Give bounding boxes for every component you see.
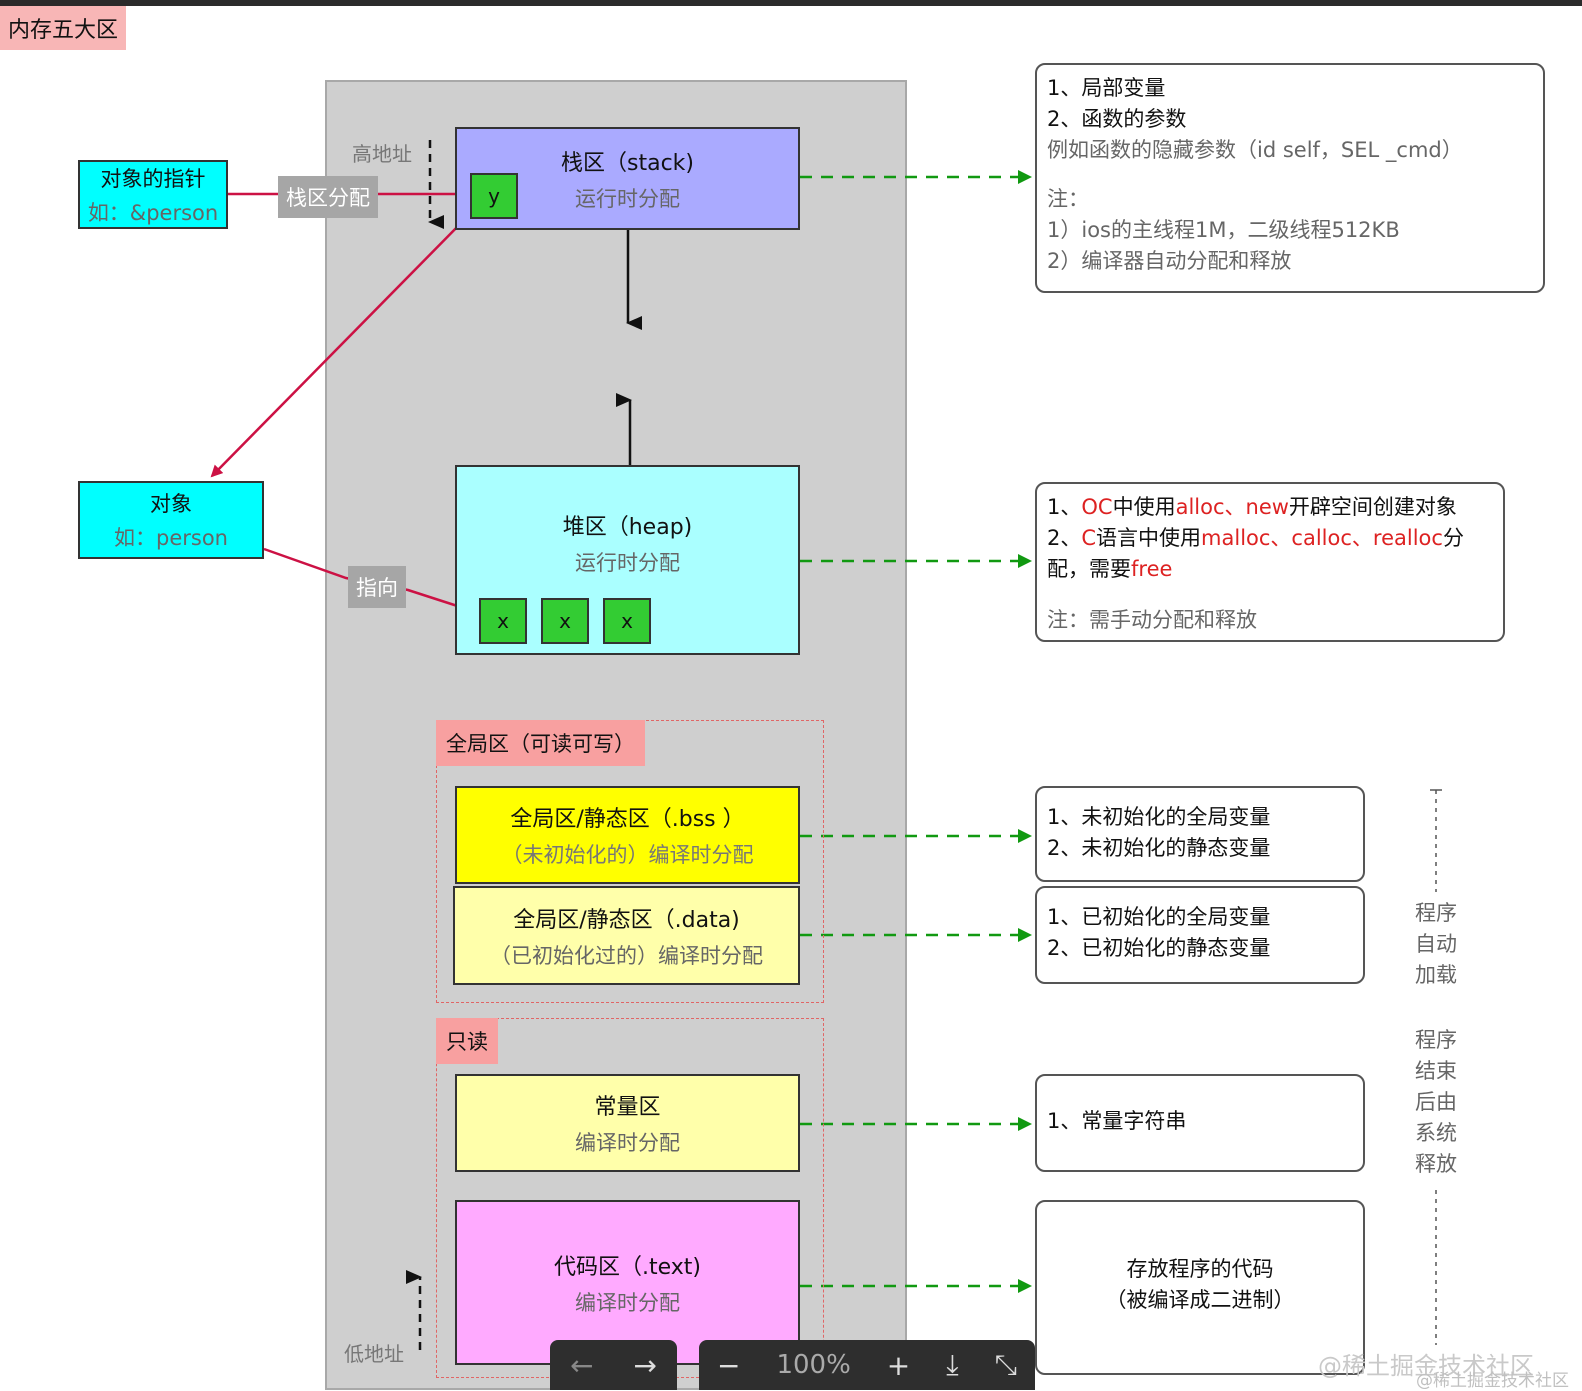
data-note-line: 2、已初始化的静态变量 — [1047, 936, 1271, 960]
system-release-label: 程序结束后由系统释放 — [1415, 1028, 1457, 1176]
diagram-title: 内存五大区 — [0, 6, 127, 50]
object-pointer-box: 对象的指针 如：&person — [78, 160, 228, 229]
stack-subtitle: 运行时分配 — [575, 186, 680, 211]
prev-arrow-icon[interactable]: ← — [570, 1348, 594, 1382]
const-region: 常量区 编译时分配 — [455, 1074, 800, 1172]
const-title: 常量区 — [594, 1095, 661, 1120]
download-icon[interactable]: ⤓ — [946, 1348, 959, 1381]
heap-title: 堆区（heap) — [562, 515, 693, 540]
data-subtitle: （已初始化过的）编译时分配 — [490, 943, 763, 968]
object-example: 如：person — [114, 526, 228, 550]
stack-to-object-arrow — [210, 217, 467, 478]
text-region: 代码区（.text) 编译时分配 — [455, 1200, 800, 1365]
bss-subtitle: （未初始化的）编译时分配 — [501, 843, 754, 867]
text-subtitle: 编译时分配 — [575, 1290, 680, 1315]
const-subtitle: 编译时分配 — [575, 1131, 680, 1155]
text-title: 代码区（.text) — [554, 1254, 701, 1280]
stack-title: 栈区（stack) — [561, 150, 694, 176]
data-region: 全局区/静态区（.data) （已初始化过的）编译时分配 — [453, 886, 800, 985]
data-note-line: 1、已初始化的全局变量 — [1047, 905, 1271, 929]
next-arrow-icon[interactable]: → — [633, 1348, 657, 1382]
stack-alloc-tag: 栈区分配 — [278, 176, 378, 218]
heap-note: 1、OC中使用alloc、new开辟空间创建对象 2、C语言中使用malloc、… — [1035, 482, 1505, 642]
watermark-small: @稀土掘金技术社区 — [1416, 1371, 1569, 1391]
const-note: 1、常量字符串 — [1035, 1074, 1365, 1172]
point-to-tag: 指向 — [348, 566, 406, 608]
global-tag: 全局区（可读可写） — [436, 720, 645, 766]
high-address-label: 高地址 — [352, 142, 412, 166]
text-note-line: 存放程序的代码 — [1126, 1257, 1274, 1281]
watermark: @稀土掘金技术社区 — [1318, 1352, 1534, 1380]
bss-note: 1、未初始化的全局变量 2、未初始化的静态变量 — [1035, 786, 1365, 882]
text-note-line: （被编译成二进制） — [1105, 1288, 1295, 1312]
stack-note-line: 例如函数的隐藏参数（id self，SEL _cmd） — [1047, 138, 1463, 162]
stack-note: 1、局部变量 2、函数的参数 例如函数的隐藏参数（id self，SEL _cm… — [1035, 63, 1545, 293]
auto-load-label: 程序自动加载 — [1415, 901, 1457, 987]
bss-note-line: 1、未初始化的全局变量 — [1047, 805, 1271, 829]
heap-cell: x — [541, 598, 589, 644]
viewer-nav-group: ← → — [550, 1340, 677, 1390]
stack-cell-y: y — [470, 173, 518, 219]
stack-note-line: 2、函数的参数 — [1047, 107, 1187, 131]
window-top-bar — [0, 0, 1582, 6]
bss-region: 全局区/静态区（.bss ） （未初始化的）编译时分配 — [455, 786, 800, 884]
heap-cell: x — [603, 598, 651, 644]
heap-note-line: 注：需手动分配和释放 — [1047, 608, 1257, 632]
readonly-tag: 只读 — [436, 1018, 498, 1064]
object-pointer-example: 如：&person — [87, 200, 219, 225]
data-title: 全局区/静态区（.data) — [513, 907, 740, 933]
stack-note-line: 1）ios的主线程1M，二级线程512KB — [1047, 218, 1400, 242]
heap-note-line: 2、C语言中使用malloc、calloc、realloc分 — [1047, 526, 1464, 550]
heap-note-line: 1、OC中使用alloc、new开辟空间创建对象 — [1047, 495, 1457, 519]
object-box: 对象 如：person — [78, 481, 264, 559]
heap-note-line: 配，需要free — [1047, 557, 1173, 581]
object-title: 对象 — [150, 492, 192, 516]
zoom-out-icon[interactable]: − — [716, 1348, 741, 1382]
heap-subtitle: 运行时分配 — [575, 551, 680, 575]
zoom-in-icon[interactable]: + — [886, 1348, 911, 1382]
bss-title: 全局区/静态区（.bss ） — [510, 807, 745, 832]
collapse-icon[interactable]: ⤡ — [994, 1348, 1017, 1381]
stack-region: 栈区（stack) 运行时分配 — [455, 127, 800, 230]
low-address-label: 低地址 — [344, 1342, 404, 1366]
zoom-level: 100% — [776, 1350, 851, 1380]
text-note: 存放程序的代码 （被编译成二进制） — [1035, 1200, 1365, 1375]
data-note: 1、已初始化的全局变量 2、已初始化的静态变量 — [1035, 886, 1365, 984]
const-note-line: 1、常量字符串 — [1047, 1109, 1187, 1133]
heap-cell: x — [479, 598, 527, 644]
object-pointer-title: 对象的指针 — [100, 166, 206, 191]
stack-note-line: 1、局部变量 — [1047, 76, 1166, 100]
stack-note-line: 注： — [1047, 187, 1089, 211]
bss-note-line: 2、未初始化的静态变量 — [1047, 836, 1271, 860]
stack-note-line: 2）编译器自动分配和释放 — [1047, 249, 1292, 273]
viewer-zoom-group: − 100% + ⤓ ⤡ — [699, 1340, 1035, 1390]
